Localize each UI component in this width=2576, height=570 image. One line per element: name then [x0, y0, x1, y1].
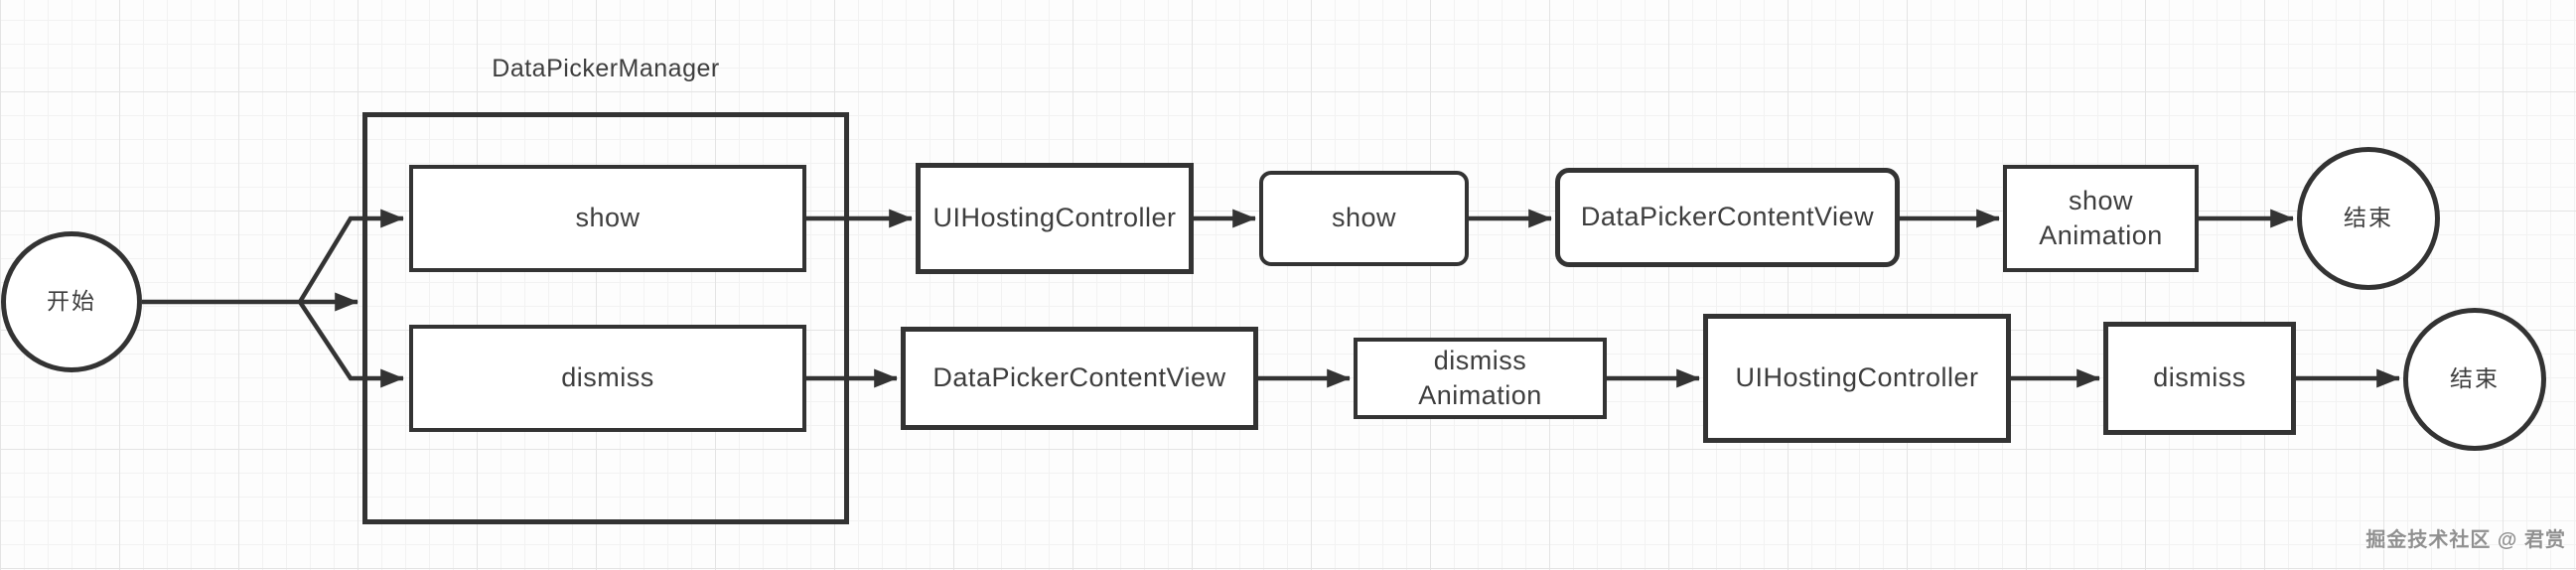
- top-end-node: 结束: [2297, 147, 2440, 290]
- bottom-dismiss-animation-box: dismiss Animation: [1354, 338, 1607, 419]
- bottom-dismiss-box: dismiss: [2103, 322, 2296, 435]
- bottom-uihostingcontroller-box: UIHostingController: [1703, 314, 2011, 443]
- manager-show-box: show: [409, 165, 806, 272]
- manager-title: DataPickerManager: [492, 55, 720, 82]
- top-uihostingcontroller-box: UIHostingController: [916, 163, 1194, 274]
- top-datapickercontentview-box: DataPickerContentView: [1555, 168, 1900, 267]
- bottom-datapickercontentview-box: DataPickerContentView: [901, 327, 1258, 430]
- bottom-end-node: 结束: [2403, 308, 2546, 451]
- start-node: 开始: [1, 231, 142, 372]
- watermark: 掘金技术社区 @ 君赏: [2365, 529, 2566, 551]
- manager-dismiss-box: dismiss: [409, 325, 806, 432]
- top-show-box: show: [1259, 171, 1469, 266]
- top-show-animation-box: show Animation: [2003, 165, 2199, 272]
